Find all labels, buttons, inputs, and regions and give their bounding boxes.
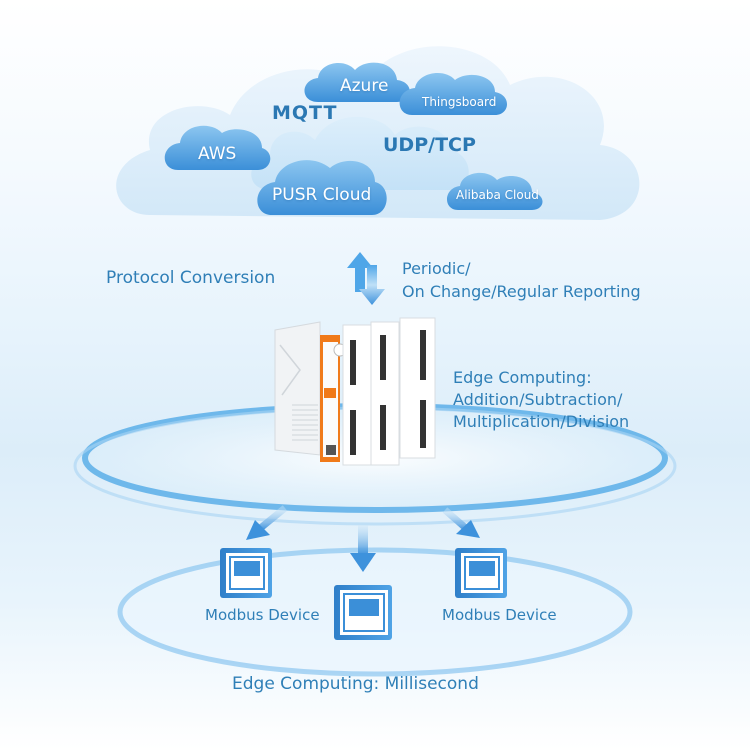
aws-label: AWS — [198, 144, 237, 164]
edge-computing-millisecond-caption: Edge Computing: Millisecond — [232, 674, 479, 694]
modbus-device-left-icon — [220, 548, 272, 598]
pusr-cloud-label: PUSR Cloud — [272, 185, 372, 205]
arrow-to-left-device-icon — [246, 505, 288, 540]
alibaba-cloud-label: Alibaba Cloud — [456, 188, 539, 202]
arrow-to-right-device-icon — [442, 507, 480, 538]
azure-label: Azure — [340, 76, 389, 96]
arrow-to-center-device-icon — [350, 525, 376, 572]
reporting-line-1: Periodic/ — [402, 259, 471, 278]
alibaba-cloud-shape — [446, 172, 543, 210]
edge-line-1: Edge Computing: — [453, 368, 592, 387]
azure-cloud-shape — [304, 62, 410, 102]
pusr-cloud-shape — [257, 160, 387, 215]
edge-line-3: Multiplication/Division — [453, 412, 630, 431]
edge-computing-operations-label: Edge Computing: Addition/Subtraction/ Mu… — [453, 367, 629, 433]
io-gateway-device — [274, 317, 436, 466]
modbus-device-right-icon — [455, 548, 507, 598]
udp-tcp-label: UDP/TCP — [383, 134, 476, 156]
thingsboard-label: Thingsboard — [422, 95, 497, 109]
modbus-device-right-label: Modbus Device — [442, 606, 557, 624]
reporting-modes-label: Periodic/ On Change/Regular Reporting — [402, 257, 641, 303]
thingsboard-cloud-shape — [399, 73, 508, 115]
protocol-conversion-label: Protocol Conversion — [106, 268, 276, 288]
reporting-line-2: On Change/Regular Reporting — [402, 282, 641, 301]
modbus-device-left-label: Modbus Device — [205, 606, 320, 624]
edge-line-2: Addition/Subtraction/ — [453, 390, 623, 409]
modbus-device-center-icon — [334, 585, 392, 640]
bidirectional-arrow-icon — [347, 252, 385, 305]
mqtt-label: MQTT — [272, 102, 338, 124]
aws-cloud-shape — [164, 125, 271, 170]
